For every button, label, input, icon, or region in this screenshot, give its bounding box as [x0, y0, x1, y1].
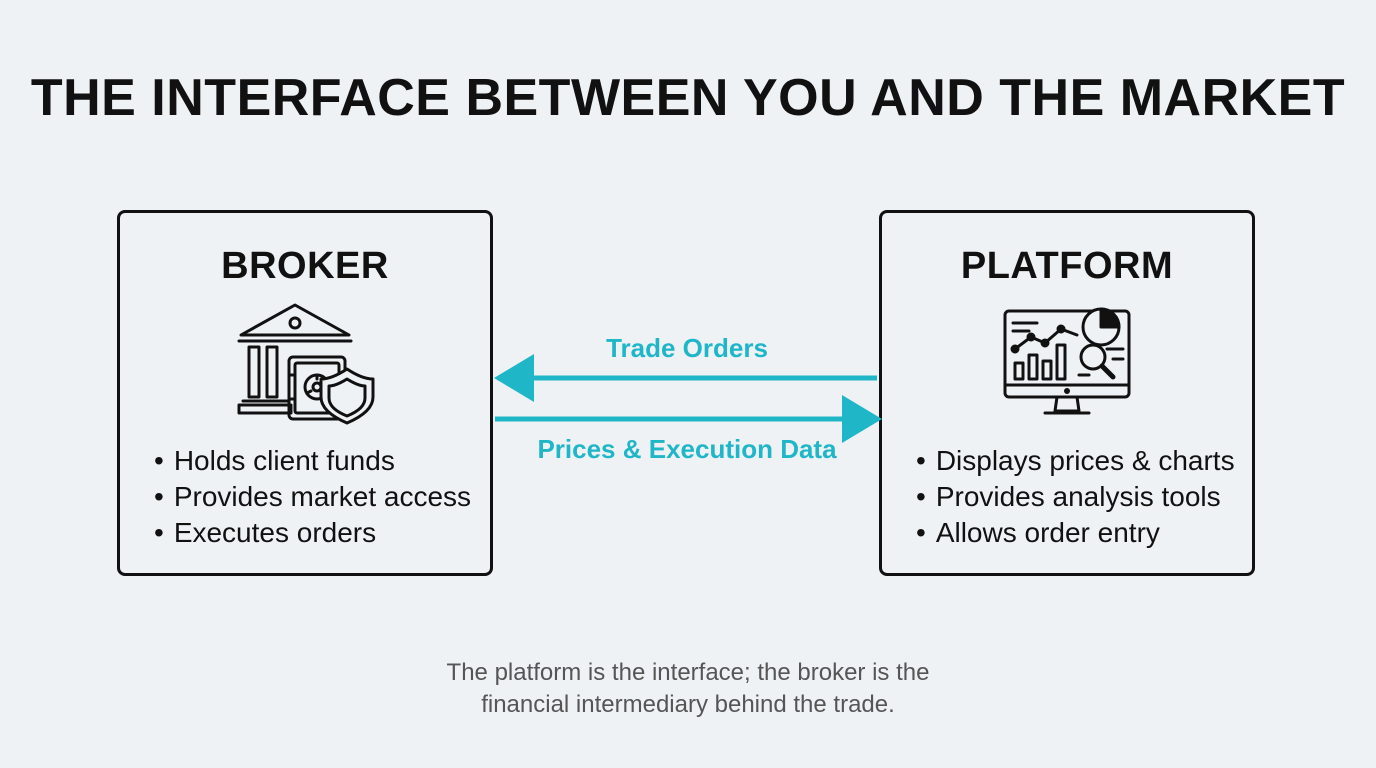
- broker-bullets: Holds client funds Provides market acces…: [154, 443, 471, 551]
- platform-title: PLATFORM: [960, 245, 1174, 287]
- list-item: Allows order entry: [916, 515, 1235, 551]
- broker-title: BROKER: [221, 245, 389, 287]
- broker-card: BROKER Holds cli: [117, 210, 493, 576]
- caption: The platform is the interface; the broke…: [0, 657, 1376, 721]
- list-item: Holds client funds: [154, 443, 471, 479]
- platform-card: PLATFORM: [879, 210, 1255, 576]
- trade-orders-label: Trade Orders: [606, 333, 768, 363]
- prices-execution-label: Prices & Execution Data: [537, 434, 837, 464]
- list-item: Provides analysis tools: [916, 479, 1235, 515]
- caption-line-2: financial intermediary behind the trade.: [481, 691, 895, 718]
- bank-vault-shield-icon: [235, 301, 375, 430]
- caption-line-1: The platform is the interface; the broke…: [446, 659, 930, 686]
- page-title: THE INTERFACE BETWEEN YOU AND THE MARKET: [30, 69, 1346, 127]
- monitor-chart-icon: [997, 301, 1137, 430]
- list-item: Displays prices & charts: [916, 443, 1235, 479]
- platform-bullets: Displays prices & charts Provides analys…: [916, 443, 1235, 551]
- list-item: Executes orders: [154, 515, 471, 551]
- arrow-broker-to-platform: [495, 395, 882, 443]
- list-item: Provides market access: [154, 479, 471, 515]
- arrow-platform-to-broker: [494, 354, 877, 402]
